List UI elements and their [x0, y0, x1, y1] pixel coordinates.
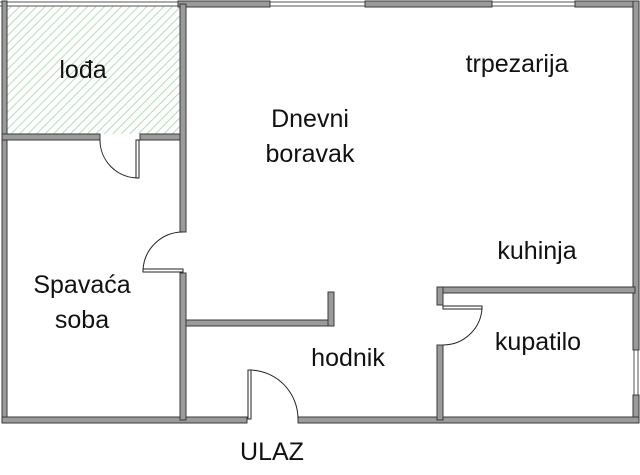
- room-label-living-room: Dnevni boravak: [266, 104, 355, 169]
- loggia-hatch: [7, 6, 180, 134]
- room-label-lodja: lođa: [59, 56, 107, 84]
- bedroom-door[interactable]: [142, 231, 184, 273]
- room-label-hallway: hodnik: [311, 344, 385, 372]
- entrance-door[interactable]: [247, 369, 299, 420]
- right-wall: [632, 0, 640, 424]
- living-room-line2: boravak: [265, 140, 355, 168]
- bedroom-line1: Spavaća: [33, 271, 131, 299]
- bathroom-wall: [436, 286, 636, 421]
- room-label-bathroom: kupatilo: [494, 328, 582, 356]
- room-label-dining: trpezarija: [465, 50, 569, 78]
- room-label-kitchen: kuhinja: [497, 237, 577, 265]
- room-label-bedroom: Spavaća soba: [33, 270, 130, 335]
- hallway-wall: [185, 291, 335, 327]
- entrance-label: ULAZ: [240, 438, 304, 466]
- bottom-wall: [1, 416, 640, 424]
- bedroom-wall: [179, 3, 187, 421]
- left-wall: [1, 0, 8, 424]
- bathroom-door[interactable]: [442, 305, 483, 346]
- living-room-line1: Dnevni: [271, 105, 349, 133]
- loggia-wall: [1, 133, 187, 141]
- bedroom-line2: soba: [54, 306, 110, 334]
- top-wall: [0, 0, 640, 8]
- loggia-door[interactable]: [99, 139, 140, 179]
